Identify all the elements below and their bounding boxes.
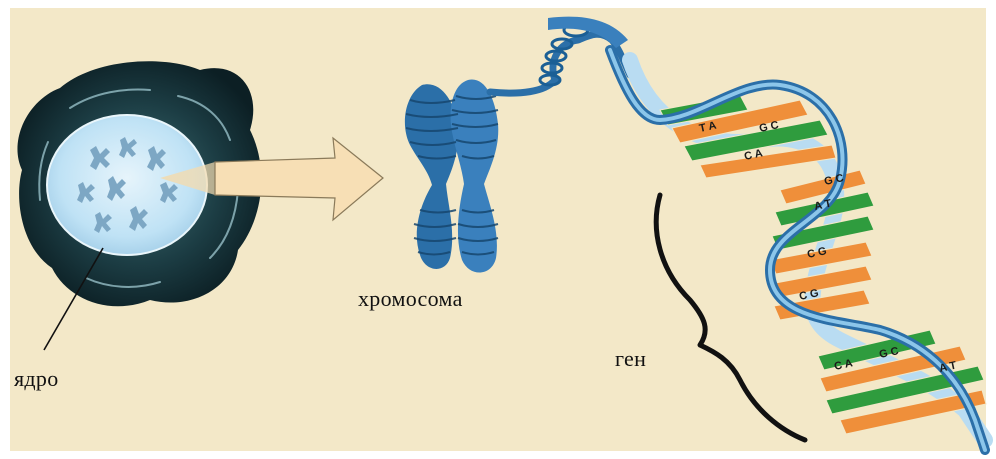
- gene-label: ген: [615, 346, 646, 372]
- chromosome-label: хромосома: [358, 286, 463, 312]
- nucleus-label: ядро: [14, 366, 59, 392]
